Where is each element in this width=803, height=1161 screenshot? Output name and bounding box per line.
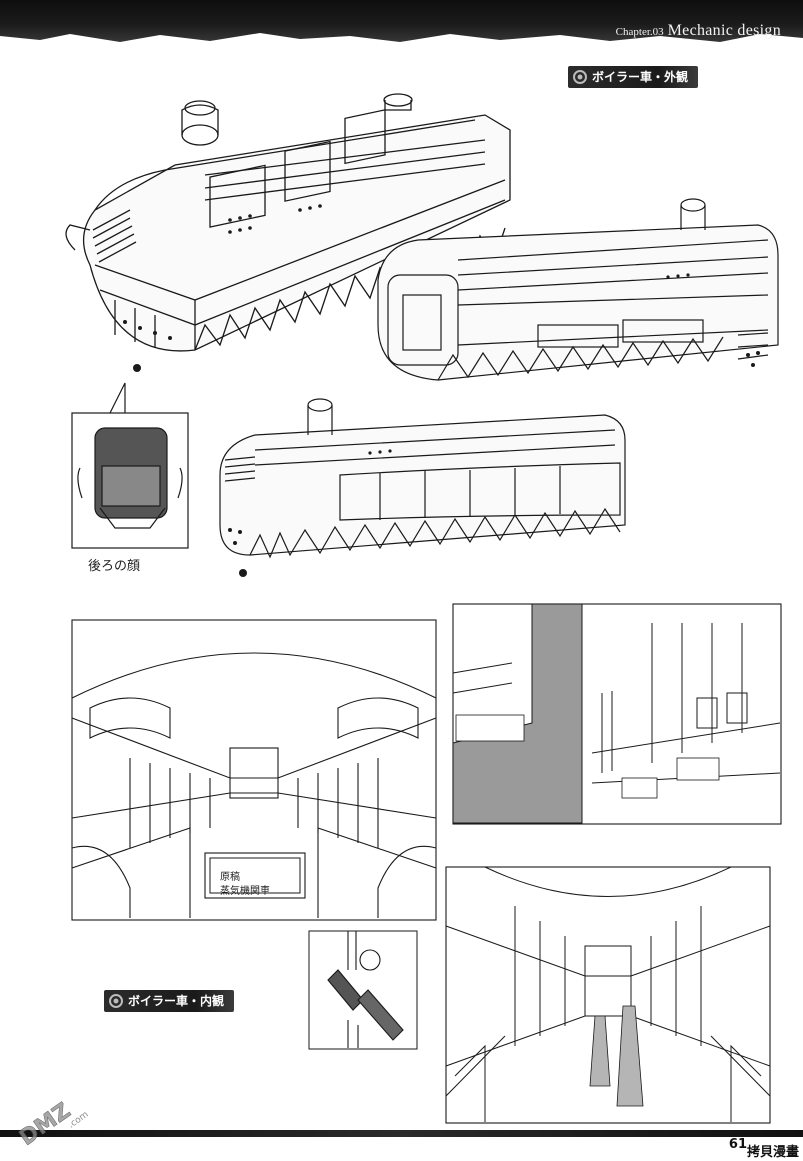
gear-icon (109, 994, 123, 1008)
boiler-car-exterior-side-view (219, 398, 626, 577)
page-number: 61 (728, 1137, 747, 1152)
dmz-watermark-logo: DMZ .com (15, 1098, 91, 1151)
sign-note-line-2: 蒸気機関車 (220, 886, 270, 897)
boiler-car-exterior-front-view (65, 93, 511, 372)
chapter-number: Chapter.03 (615, 26, 664, 38)
chapter-header-banner (0, 0, 803, 46)
rear-face-caption: 後ろの顔 (88, 559, 141, 574)
section-tag-exterior: ボイラー車・外観 (568, 66, 699, 88)
interior-view-1 (71, 619, 437, 921)
interior-view-3 (445, 866, 771, 1124)
footer-strip (0, 1130, 803, 1137)
interior-view-2 (452, 603, 782, 825)
section-tag-interior-label: ボイラー車・内観 (128, 994, 225, 1008)
sign-note-line-1: 原稿 (220, 872, 240, 883)
section-tag-interior: ボイラー車・内観 (104, 990, 235, 1012)
rear-face-sketch (71, 382, 189, 549)
site-watermark-label: 拷貝漫畫 (746, 1145, 799, 1160)
gear-icon (573, 70, 587, 84)
section-tag-exterior-label: ボイラー車・外観 (592, 70, 689, 84)
svg-text:DMZ: DMZ (15, 1098, 75, 1151)
banner-grunge-edge (0, 33, 803, 46)
valve-detail-sketch (308, 930, 418, 1050)
boiler-car-exterior-rear-view (377, 198, 779, 381)
chapter-title: Mechanic design (667, 22, 781, 39)
page-footer (0, 1130, 803, 1161)
